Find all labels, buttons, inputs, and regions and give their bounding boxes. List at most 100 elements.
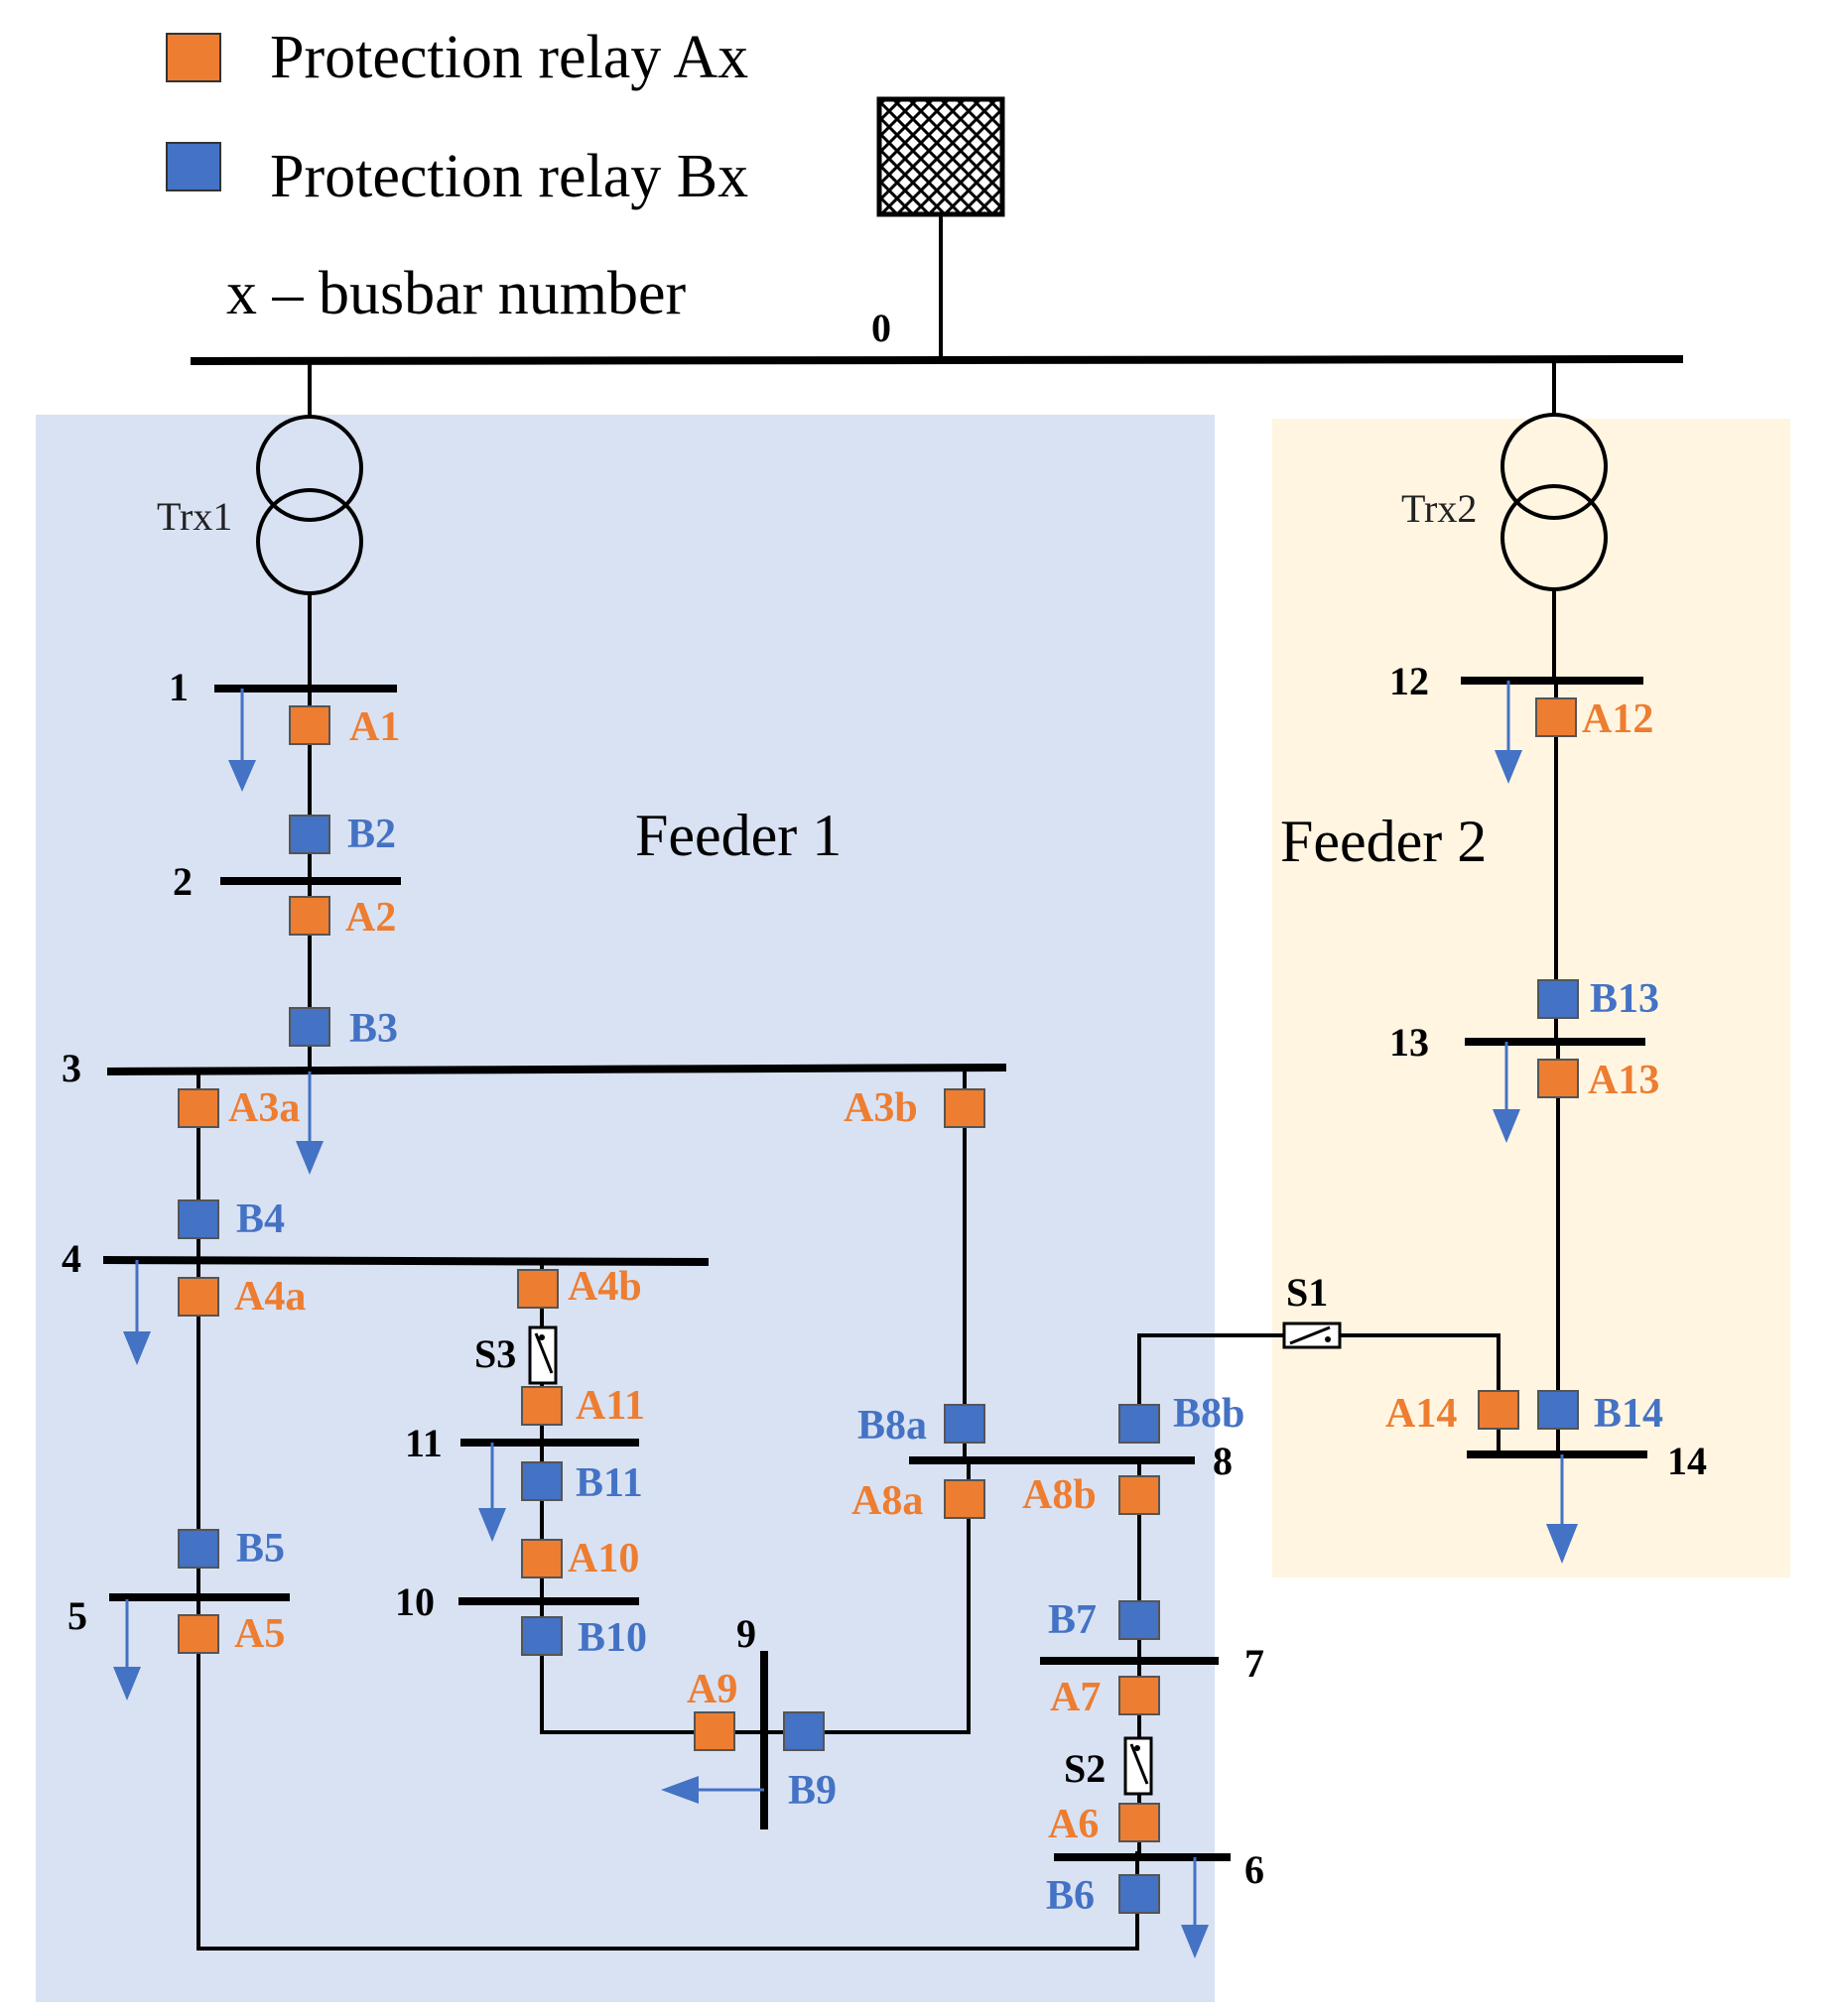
feeder1-label: Feeder 1	[635, 803, 842, 868]
relay-label-A1: A1	[349, 704, 400, 750]
bus-label-1: 1	[169, 665, 189, 709]
relay-A11	[521, 1386, 563, 1426]
relay-A2	[289, 896, 330, 936]
switch-s1: S1	[1282, 1270, 1342, 1349]
relay-label-B11: B11	[576, 1460, 643, 1506]
relay-label-B7: B7	[1048, 1597, 1097, 1643]
relay-label-A13: A13	[1588, 1058, 1659, 1103]
bus-label-12: 12	[1389, 659, 1429, 703]
bus-label-4: 4	[62, 1236, 81, 1281]
relay-A6	[1118, 1803, 1160, 1842]
relay-label-B9: B9	[788, 1768, 837, 1814]
trx1-label: Trx1	[157, 494, 232, 539]
relay-A5	[178, 1614, 219, 1654]
bus-label-2: 2	[173, 859, 193, 904]
relay-label-B6: B6	[1046, 1873, 1095, 1919]
load-arrowhead-6	[1181, 1925, 1209, 1958]
relay-A3a	[178, 1088, 219, 1128]
relay-label-B2: B2	[347, 812, 396, 857]
switch-s3-label: S3	[474, 1331, 516, 1376]
relay-B5	[178, 1529, 219, 1569]
bus-label-10: 10	[395, 1579, 435, 1624]
relay-label-A8a: A8a	[851, 1478, 923, 1524]
bus-label-6: 6	[1244, 1847, 1264, 1892]
feeder2-region	[1272, 419, 1790, 1577]
load-arrowhead-14	[1546, 1524, 1578, 1564]
relay-label-A14: A14	[1385, 1391, 1457, 1437]
bus-label-11: 11	[405, 1421, 443, 1465]
relay-B13	[1537, 979, 1579, 1019]
relay-B11	[521, 1461, 563, 1501]
legend-relay-b-swatch	[166, 142, 221, 191]
bus-label-5: 5	[67, 1593, 87, 1638]
relay-label-A12: A12	[1582, 696, 1653, 742]
load-arrowhead-12	[1495, 750, 1522, 784]
feeder1-region	[36, 415, 1215, 2002]
bus-label-8: 8	[1213, 1439, 1233, 1483]
relay-B3	[289, 1007, 330, 1047]
busbar-3	[106, 1064, 1007, 1075]
relay-label-A3b: A3b	[844, 1085, 918, 1131]
relay-B2	[289, 815, 330, 854]
load-arrowhead-13	[1493, 1109, 1520, 1143]
relay-label-A4b: A4b	[568, 1264, 642, 1310]
busbar-0	[190, 355, 1684, 365]
relay-B8b	[1118, 1404, 1160, 1444]
bus-label-14: 14	[1667, 1439, 1707, 1483]
relays: A1 B2 A2 B3 A3a A3b B4 A4a A4b B5 A5 A11…	[178, 696, 1663, 1919]
relay-label-A11: A11	[576, 1383, 645, 1429]
relay-label-B8b: B8b	[1173, 1391, 1244, 1437]
switch-s1-contact	[1325, 1336, 1331, 1342]
load-arrowhead-3	[296, 1141, 324, 1175]
relay-label-B3: B3	[349, 1006, 398, 1052]
relay-label-A3a: A3a	[228, 1085, 300, 1131]
relay-A14	[1478, 1390, 1519, 1430]
relay-B14	[1537, 1390, 1579, 1430]
switch-s2-blade	[1129, 1743, 1149, 1785]
switch-s2-label: S2	[1064, 1746, 1106, 1791]
switch-s1-blade	[1289, 1325, 1331, 1345]
trx2-label: Trx2	[1401, 486, 1477, 531]
busbar-4	[102, 1256, 710, 1266]
relay-A3b	[944, 1088, 985, 1128]
grid-source-icon	[876, 96, 1005, 217]
relay-label-B14: B14	[1594, 1391, 1663, 1437]
relay-label-A9: A9	[687, 1667, 737, 1712]
load-arrowhead-4	[123, 1331, 151, 1365]
relay-A8a	[944, 1479, 985, 1519]
switch-s2: S2	[1064, 1736, 1153, 1796]
load-arrows	[113, 681, 1578, 1958]
legend-note: x – busbar number	[226, 260, 687, 327]
relay-A4b	[517, 1269, 559, 1309]
feeder2-label: Feeder 2	[1280, 809, 1487, 874]
relay-B10	[521, 1616, 563, 1656]
legend-relay-b-text: Protection relay Bx	[270, 143, 748, 210]
relay-A8b	[1118, 1475, 1160, 1515]
relay-label-A2: A2	[345, 895, 396, 941]
relay-label-B8a: B8a	[857, 1403, 927, 1449]
relay-A4a	[178, 1277, 219, 1317]
bus-label-7: 7	[1244, 1641, 1264, 1686]
relay-B9	[783, 1711, 825, 1751]
relay-A12	[1535, 697, 1577, 737]
switch-s1-label: S1	[1286, 1270, 1328, 1315]
relay-label-A7: A7	[1050, 1675, 1101, 1720]
relay-B6	[1118, 1874, 1160, 1914]
relay-A1	[289, 705, 330, 745]
wire-8-s1	[1137, 1333, 1284, 1423]
load-arrowhead-11	[478, 1508, 506, 1542]
trx1-primary-winding	[256, 415, 363, 522]
relay-label-B4: B4	[236, 1197, 285, 1242]
relay-label-A10: A10	[568, 1536, 639, 1581]
load-arrowhead-1	[228, 760, 256, 792]
relay-A10	[521, 1539, 563, 1578]
relay-label-A4a: A4a	[234, 1274, 306, 1320]
switch-s3-contact	[539, 1334, 545, 1340]
relay-A7	[1118, 1676, 1160, 1715]
bus-label-0: 0	[871, 306, 891, 350]
trx2-primary-winding	[1500, 413, 1608, 520]
relay-label-A6: A6	[1048, 1802, 1099, 1847]
relay-B8a	[944, 1404, 985, 1444]
switch-s3-blade	[534, 1332, 554, 1374]
